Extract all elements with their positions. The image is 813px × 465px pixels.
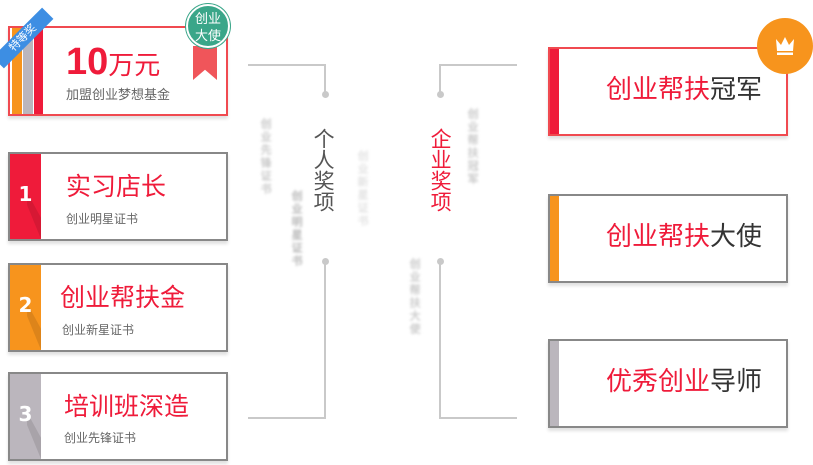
badge-line-1: 创业	[194, 12, 221, 27]
ghost-text: 创业帮扶冠军	[466, 108, 480, 186]
personal-awards-heading[interactable]: 个人奖项	[311, 128, 336, 212]
enterprise-award-card-2[interactable]: 创业帮扶大使	[548, 194, 788, 283]
award-title: 培训班深造	[64, 392, 190, 421]
rank-number: 1	[18, 182, 33, 206]
ghost-text: 创业帮扶大使	[408, 258, 422, 336]
award-title-prefix: 创业帮扶	[605, 222, 710, 252]
rank-number: 2	[18, 293, 33, 317]
award-title-prefix: 创业帮扶	[605, 75, 710, 105]
connector-dot	[437, 258, 444, 265]
connector-line	[439, 417, 517, 419]
award-title: 实习店长	[66, 172, 167, 201]
award-title: 创业帮扶金	[60, 283, 186, 312]
enterprise-award-card-1[interactable]: 创业帮扶冠军	[548, 47, 788, 136]
connector-line	[439, 64, 441, 94]
enterprise-awards-heading[interactable]: 企业奖项	[428, 128, 453, 212]
award-card-3[interactable]: 3 培训班深造 创业先锋证书	[8, 372, 228, 461]
orange-stripe	[12, 28, 22, 114]
connector-dot	[322, 258, 329, 265]
award-card-1[interactable]: 1 实习店长 创业明星证书	[8, 152, 228, 241]
award-subtitle: 创业新星证书	[62, 323, 135, 337]
crown-badge	[757, 18, 813, 74]
award-title-prefix: 优秀创业	[605, 367, 710, 397]
gray-stripe	[23, 28, 33, 114]
connector-line	[248, 64, 326, 66]
connector-dot	[322, 91, 329, 98]
ambassador-badge: 创业 大使	[186, 4, 230, 48]
ghost-text: 创业明星证书	[290, 190, 304, 268]
award-title-suffix: 大使	[710, 222, 763, 252]
amount-number: 10	[66, 41, 109, 83]
rank-block: 3	[10, 374, 41, 459]
award-card-2[interactable]: 2 创业帮扶金 创业新星证书	[8, 263, 228, 352]
award-title-suffix: 冠军	[710, 75, 763, 105]
badge-line-2: 大使	[194, 29, 221, 44]
crown-icon	[776, 37, 794, 55]
ghost-text: 创业新星证书	[356, 150, 370, 228]
connector-dot	[437, 91, 444, 98]
grand-prize-subtitle: 加盟创业梦想基金	[66, 88, 171, 103]
red-stripe	[550, 49, 559, 134]
rank-block: 2	[10, 265, 41, 350]
enterprise-award-card-3[interactable]: 优秀创业导师	[548, 339, 788, 428]
connector-line	[439, 64, 517, 66]
rank-block: 1	[10, 154, 41, 239]
ghost-text: 创业先锋证书	[259, 118, 273, 196]
amount-unit: 万元	[108, 51, 161, 81]
award-subtitle: 创业明星证书	[66, 212, 139, 226]
orange-stripe	[550, 196, 559, 281]
connector-line	[324, 262, 326, 419]
connector-line	[439, 262, 441, 419]
award-subtitle: 创业先锋证书	[64, 431, 137, 445]
grand-prize-amount: 10万元	[66, 40, 160, 91]
rank-number: 3	[18, 402, 33, 426]
connector-line	[248, 417, 326, 419]
red-stripe	[34, 28, 43, 114]
award-title-suffix: 导师	[710, 367, 763, 397]
gray-stripe	[550, 341, 559, 426]
connector-line	[324, 64, 326, 94]
